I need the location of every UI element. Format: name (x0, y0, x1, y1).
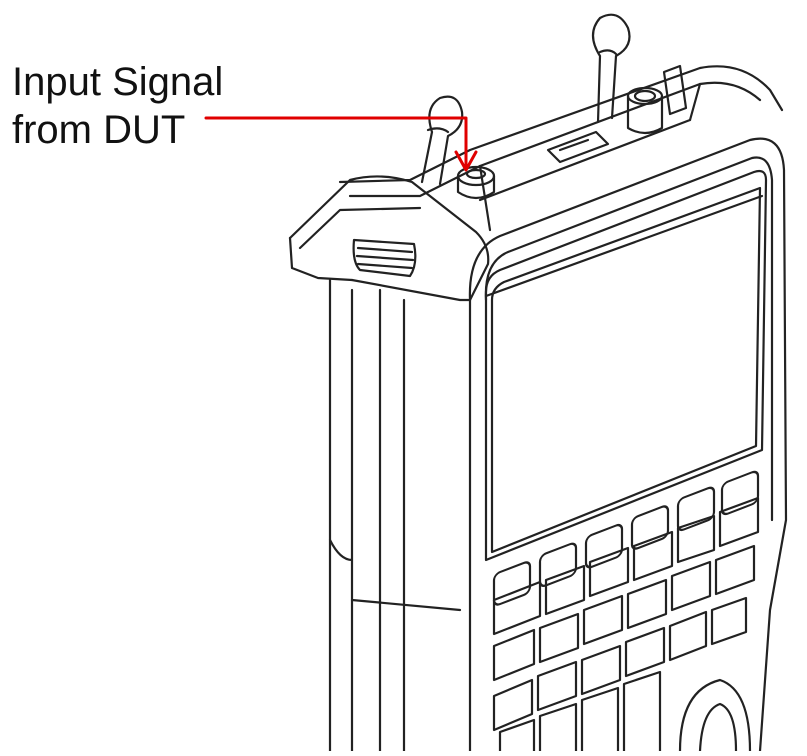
arrow-pointer-icon (204, 116, 478, 172)
device-top-surface (338, 64, 784, 232)
input-signal-label-line2: from DUT (12, 108, 186, 152)
device-front-bezel (468, 137, 788, 753)
rf-input-connector-icon (456, 165, 496, 200)
softkey-row (492, 470, 760, 606)
input-signal-label: Input Signal from DUT (12, 58, 223, 154)
antenna-right-icon (591, 13, 631, 124)
antenna-left-icon (420, 95, 464, 186)
side-scroll-wheel-icon (352, 238, 417, 278)
display-screen (484, 169, 768, 562)
input-signal-label-line1: Input Signal (12, 60, 224, 104)
keypad (492, 496, 760, 753)
device-left-body (288, 175, 490, 753)
